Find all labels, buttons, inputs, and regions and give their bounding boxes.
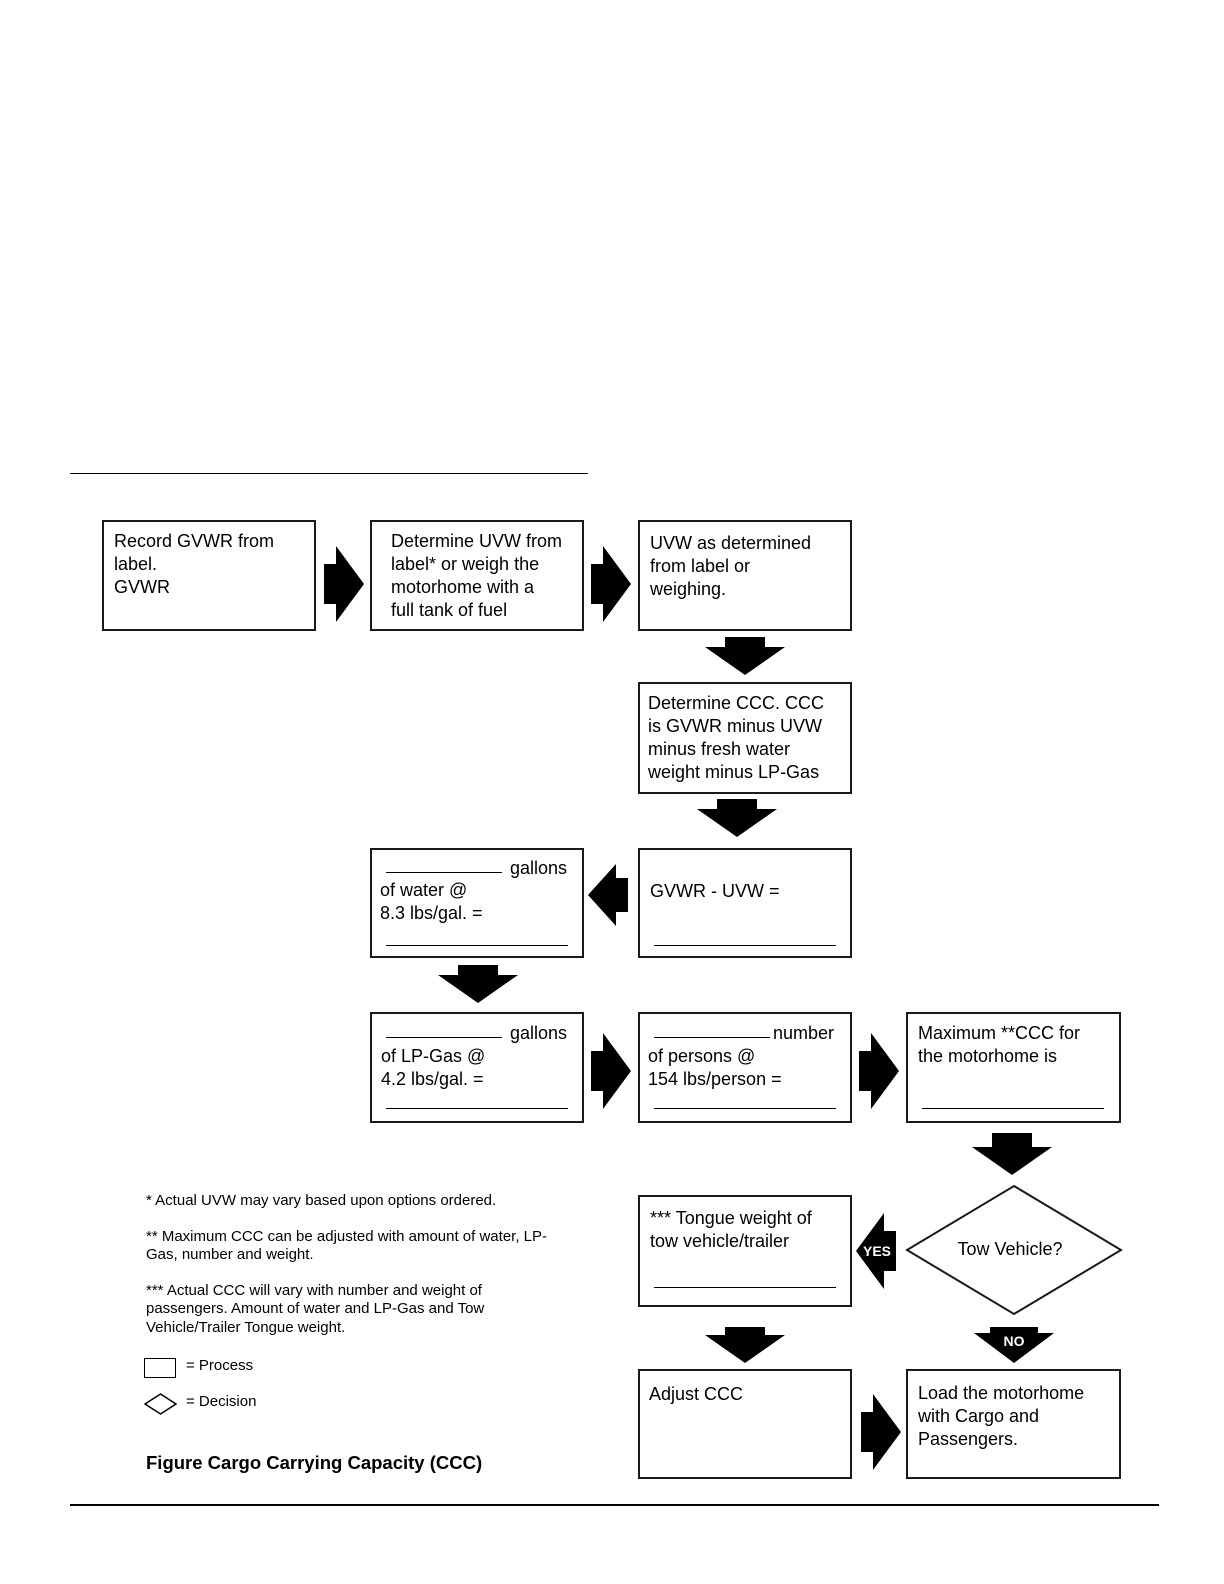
process-text: Load the motorhome with Cargo and Passen…: [918, 1383, 1085, 1449]
footnote-uvw: * Actual UVW may vary based upon options…: [146, 1192, 497, 1209]
process-load-motorhome: Load the motorhome with Cargo and Passen…: [906, 1369, 1121, 1479]
arrow-right-icon: [859, 1033, 899, 1109]
process-max-ccc: Maximum **CCC for the motorhome is: [906, 1012, 1121, 1123]
process-symbol-icon: [144, 1358, 176, 1378]
arrow-down-icon: [972, 1133, 1052, 1175]
decision-text: Tow Vehicle?: [957, 1239, 1063, 1259]
legend-decision-label: = Decision: [186, 1393, 257, 1410]
persons-number-blank: [654, 1037, 770, 1038]
yes-label: YES: [862, 1243, 891, 1259]
process-adjust-ccc: Adjust CCC: [638, 1369, 852, 1479]
process-persons-weight: number of persons @ 154 lbs/person =: [638, 1012, 852, 1123]
gvwr-uvw-blank: [654, 945, 836, 946]
process-lpgas-weight: gallons of LP-Gas @ 4.2 lbs/gal. =: [370, 1012, 584, 1123]
no-label: NO: [1003, 1333, 1025, 1349]
process-uvw-determined: UVW as determined from label or weighing…: [638, 520, 852, 631]
process-determine-uvw: Determine UVW from label* or weigh the m…: [370, 520, 584, 631]
process-text: of water @ 8.3 lbs/gal. =: [380, 880, 483, 923]
persons-number-suffix: number: [773, 1023, 835, 1043]
water-weight-blank: [386, 945, 568, 946]
water-gallons-suffix: gallons: [510, 858, 568, 878]
lpgas-gallons-suffix: gallons: [510, 1023, 568, 1043]
yes-arrow-left-icon: [856, 1213, 896, 1289]
arrow-right-icon: [861, 1394, 901, 1470]
arrow-down-icon: [705, 1327, 785, 1363]
process-text: *** Tongue weight of tow vehicle/trailer: [650, 1208, 812, 1251]
persons-weight-blank: [654, 1108, 836, 1109]
figure-caption: Figure Cargo Carrying Capacity (CCC): [146, 1452, 483, 1473]
arrow-down-icon: [705, 637, 785, 675]
process-water-weight: gallons of water @ 8.3 lbs/gal. =: [370, 848, 584, 958]
top-divider: [70, 473, 588, 474]
bottom-divider: [70, 1504, 1159, 1506]
arrow-down-icon: [697, 799, 777, 837]
arrow-right-icon: [324, 546, 364, 622]
process-text: Adjust CCC: [649, 1384, 744, 1404]
decision-symbol-icon: [144, 1393, 177, 1415]
process-gvwr-minus-uvw: GVWR - UVW =: [638, 848, 852, 958]
lpgas-gallons-blank: [386, 1037, 502, 1038]
max-ccc-blank: [922, 1108, 1104, 1109]
footnote-actual-ccc: *** Actual CCC will vary with number and…: [146, 1281, 485, 1336]
lpgas-weight-blank: [386, 1108, 568, 1109]
arrow-right-icon: [591, 546, 631, 622]
footnote-max-ccc: ** Maximum CCC can be adjusted with amou…: [146, 1227, 548, 1264]
water-gallons-blank: [386, 872, 502, 873]
process-text: Determine UVW from label* or weigh the m…: [391, 531, 563, 620]
process-text: Record GVWR from label. GVWR: [114, 531, 275, 597]
tongue-weight-blank: [654, 1287, 836, 1288]
no-arrow-down-icon: [974, 1327, 1054, 1363]
process-text: Maximum **CCC for the motorhome is: [918, 1023, 1081, 1066]
process-determine-ccc: Determine CCC. CCC is GVWR minus UVW min…: [638, 682, 852, 794]
process-record-gvwr: Record GVWR from label. GVWR: [102, 520, 316, 631]
decision-diamond: [905, 1184, 1123, 1316]
arrow-right-icon: [591, 1033, 631, 1109]
process-tongue-weight: *** Tongue weight of tow vehicle/trailer: [638, 1195, 852, 1307]
legend-process-label: = Process: [186, 1357, 254, 1374]
process-text: GVWR - UVW =: [650, 881, 780, 901]
process-text: of persons @ 154 lbs/person =: [648, 1046, 782, 1089]
process-text: Determine CCC. CCC is GVWR minus UVW min…: [648, 693, 825, 782]
arrow-left-icon: [588, 864, 628, 926]
footnotes: * Actual UVW may vary based upon options…: [146, 1192, 566, 1354]
process-text: UVW as determined from label or weighing…: [650, 533, 812, 599]
arrow-down-icon: [438, 965, 518, 1003]
process-text: of LP-Gas @ 4.2 lbs/gal. =: [381, 1046, 486, 1089]
